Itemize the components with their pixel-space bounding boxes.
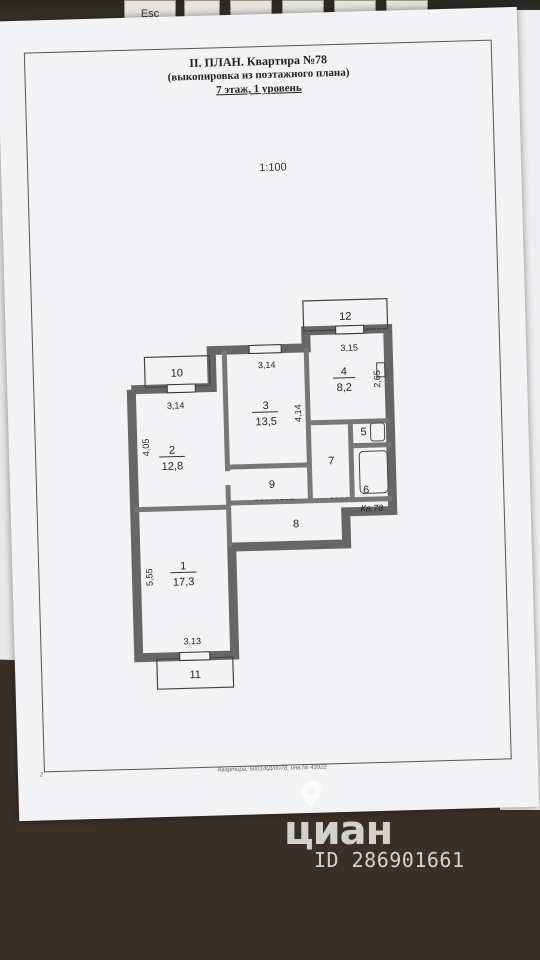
room-9-number: 9 xyxy=(269,479,275,491)
room-2-number: 2 xyxy=(169,445,175,457)
room-1-area: 17,3 xyxy=(173,576,195,589)
doors xyxy=(224,471,351,501)
dim-room1-depth: 5,55 xyxy=(144,568,154,586)
dim-room2-depth: 4,05 xyxy=(141,439,151,457)
listing-id: ID 286901661 xyxy=(314,848,465,872)
room-10-number: 10 xyxy=(171,367,184,379)
dim-room3-depth: 4,14 xyxy=(293,404,303,422)
room-2-area: 12,8 xyxy=(162,460,184,473)
plumbing-fixtures xyxy=(358,362,389,494)
page-number: 2 xyxy=(39,772,44,779)
dim-room1-width: 3,13 xyxy=(183,636,201,646)
room-11-number: 11 xyxy=(189,669,201,681)
dim-room4-depth: 2,65 xyxy=(372,370,382,388)
dim-room3-width: 3,14 xyxy=(258,360,276,370)
room-6-number: 6 xyxy=(363,484,369,496)
floor-plan-sheet: II. ПЛАН. Квартира №78 (выкопировка из п… xyxy=(0,6,540,822)
windows xyxy=(166,324,365,662)
room-4-area: 8,2 xyxy=(336,382,352,394)
location-pin-icon xyxy=(301,781,321,807)
room-3-number: 3 xyxy=(263,400,269,412)
cian-watermark: циан ID 286901661 xyxy=(270,772,530,882)
room-4-number: 4 xyxy=(341,366,347,378)
room-3-area: 13,5 xyxy=(255,416,277,429)
room-1-number: 1 xyxy=(180,560,186,572)
dim-room4-width: 3,15 xyxy=(340,342,358,352)
room-8-number: 8 xyxy=(293,518,299,530)
cian-logo: циан xyxy=(284,808,393,854)
area-underlines xyxy=(159,377,356,574)
dim-room2-width: 3,14 xyxy=(167,400,185,410)
exterior-walls xyxy=(126,324,398,663)
floor-plan-drawing: 3 13,5 2 12,8 4 8,2 1 17,3 5 6 7 8 9 10 … xyxy=(126,298,398,690)
balconies xyxy=(143,298,389,690)
room-5-number: 5 xyxy=(360,426,366,438)
room-7-number: 7 xyxy=(328,455,334,467)
room-12-number: 12 xyxy=(339,311,352,323)
interior-walls xyxy=(134,347,393,548)
apartment-label: Кв.78 xyxy=(361,503,384,514)
